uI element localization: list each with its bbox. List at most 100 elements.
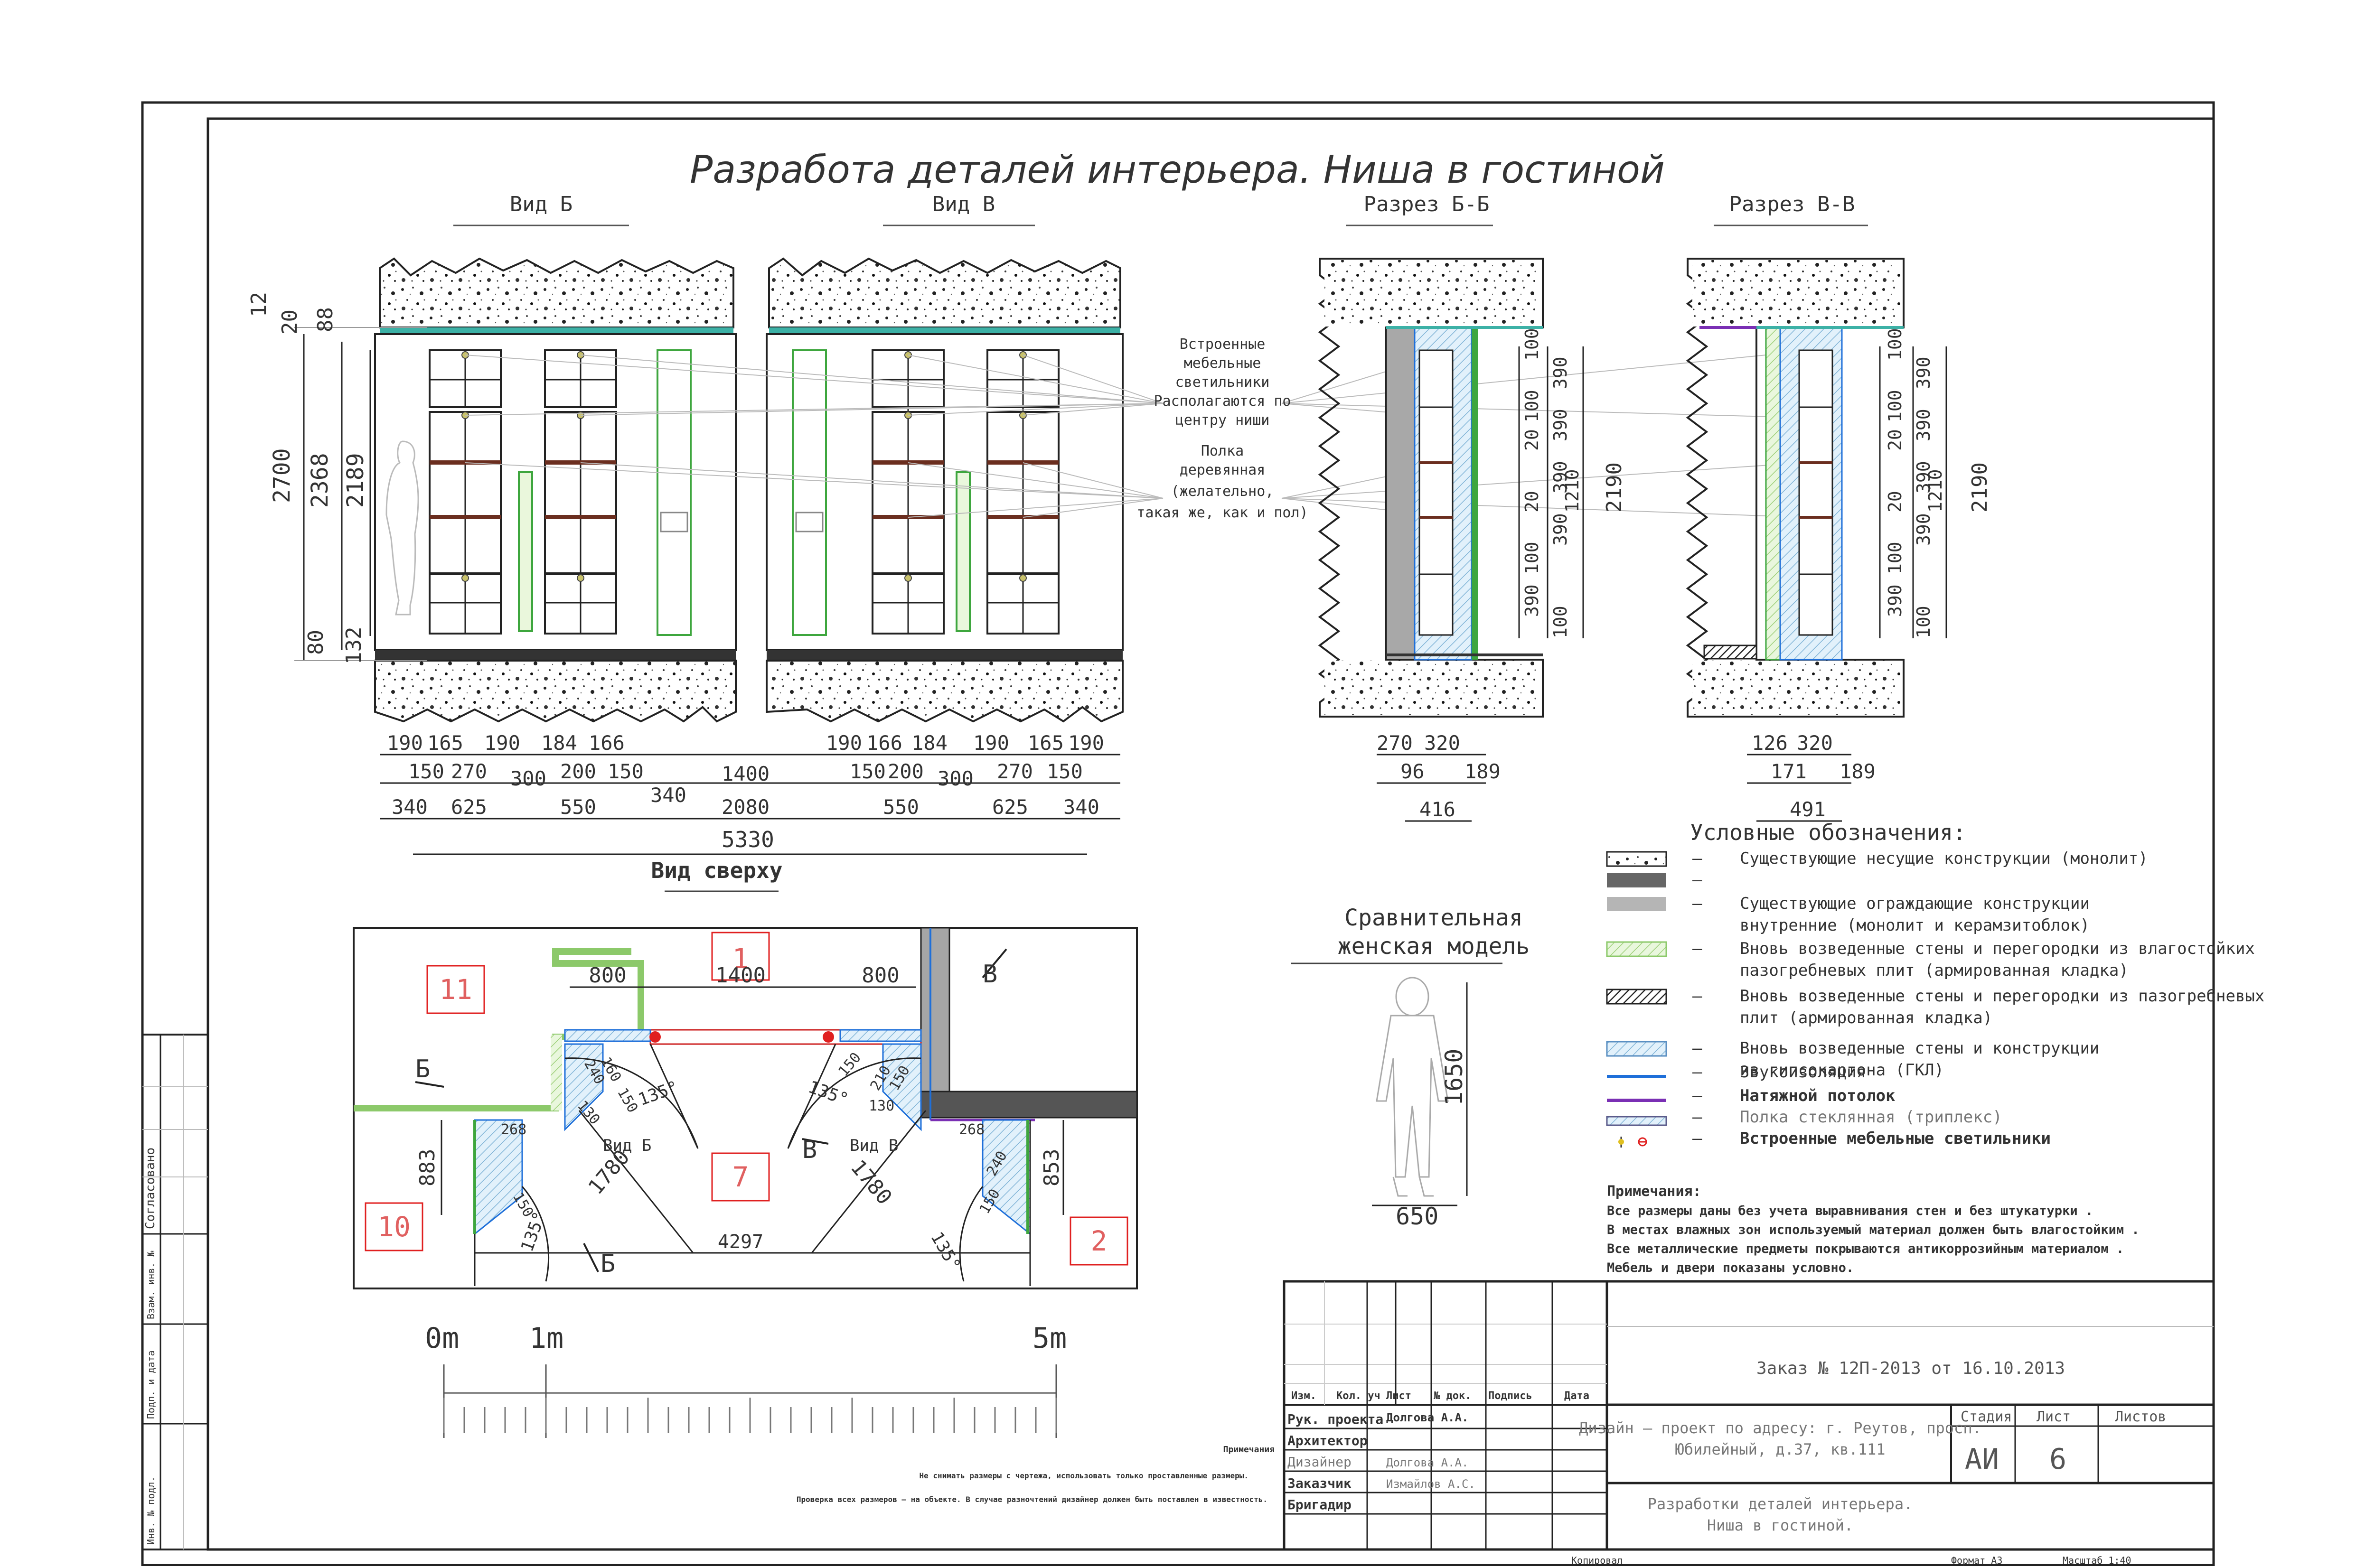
svg-text:268: 268 bbox=[501, 1121, 526, 1138]
notes-line-4: Мебель и двери показаны условно. bbox=[1607, 1260, 1854, 1275]
label-top-view: Вид сверху bbox=[651, 858, 783, 883]
dim-v-88: 88 bbox=[313, 307, 338, 332]
view-v-elevation bbox=[766, 257, 1124, 723]
legend-swatch-lights bbox=[1618, 1137, 1647, 1148]
svg-text:390: 390 bbox=[1521, 584, 1542, 617]
svg-text:100: 100 bbox=[1913, 606, 1934, 638]
section-vv bbox=[1686, 258, 1947, 718]
dim-v-20: 20 bbox=[278, 309, 302, 335]
sheet-name-line-2: Ниша в гостиной. bbox=[1707, 1516, 1853, 1534]
svg-text:883: 883 bbox=[415, 1149, 440, 1186]
plan-view bbox=[353, 927, 1138, 1289]
project-line-1: Дизайн – проект по адресу: г. Реутов, пр… bbox=[1579, 1419, 1981, 1437]
legend-item-text: Встроенные мебельные светильники bbox=[1740, 1129, 2051, 1148]
svg-text:390: 390 bbox=[1550, 409, 1571, 441]
svg-text:200: 200 bbox=[560, 760, 596, 783]
svg-text:10: 10 bbox=[377, 1211, 411, 1243]
plan-view-label-v: Вид В bbox=[850, 1136, 898, 1155]
view-b-elevation bbox=[294, 257, 737, 723]
svg-text:189: 189 bbox=[1840, 760, 1876, 783]
plan-marker-b1: Б bbox=[415, 1055, 430, 1083]
svg-text:2190: 2190 bbox=[1602, 462, 1626, 513]
legend-swatch-purpleline bbox=[1607, 1099, 1666, 1102]
legend-item-text: Натяжной потолок bbox=[1740, 1086, 1896, 1105]
callout-lights-text: Встроенные мебельные светильники Распола… bbox=[1154, 336, 1291, 429]
legend-swatch-hatchline bbox=[1606, 1116, 1667, 1126]
legend-dash: – bbox=[1692, 939, 1702, 958]
svg-text:390: 390 bbox=[1550, 356, 1571, 389]
legend-texts: – Существующие несущие конструкции (монол… bbox=[1692, 849, 2264, 1148]
svg-text:Полка: Полка bbox=[1201, 443, 1244, 459]
title-block-names: Долгова А.А. Долгова А.А. Измайлов А.С. bbox=[1386, 1411, 1475, 1491]
svg-text:Кол. уч: Кол. уч bbox=[1336, 1390, 1380, 1402]
svg-text:625: 625 bbox=[451, 795, 487, 819]
svg-text:2190: 2190 bbox=[1968, 462, 1992, 513]
svg-text:Долгова А.А.: Долгова А.А. bbox=[1386, 1456, 1468, 1469]
svg-text:100: 100 bbox=[1521, 390, 1542, 422]
scale-label-0: 0m bbox=[425, 1322, 459, 1355]
legend-dash: – bbox=[1692, 1039, 1702, 1058]
svg-text:Лист: Лист bbox=[1386, 1390, 1411, 1402]
sheet-name-line-1: Разработки деталей интерьера. bbox=[1648, 1495, 1913, 1513]
svg-text:светильники: светильники bbox=[1175, 374, 1270, 391]
title-block-roles: Рук. проекта Архитектор Дизайнер Заказчи… bbox=[1287, 1411, 1383, 1512]
title-block-headers: Изм. Кол. уч Лист № док. Подпись Дата bbox=[1291, 1390, 1589, 1402]
legend-swatch-blackhatch bbox=[1606, 989, 1667, 1005]
legend-swatch-greenhatch bbox=[1606, 941, 1667, 957]
svg-text:491: 491 bbox=[1790, 798, 1826, 821]
legend-dash: – bbox=[1692, 987, 1702, 1006]
stamp-agreed: Согласовано bbox=[143, 1148, 158, 1229]
legend-dash: – bbox=[1692, 894, 1702, 913]
dim-v-2189: 2189 bbox=[342, 453, 369, 508]
svg-text:Встроенные: Встроенные bbox=[1180, 336, 1266, 353]
svg-text:Заказчик: Заказчик bbox=[1287, 1475, 1352, 1491]
svg-text:800: 800 bbox=[862, 963, 899, 988]
svg-text:20: 20 bbox=[1885, 491, 1905, 513]
svg-text:1400: 1400 bbox=[722, 762, 770, 785]
legend-item-text: Вновь возведенные стены и конструкции bbox=[1740, 1039, 2099, 1058]
dim-v-12: 12 bbox=[247, 292, 271, 317]
svg-text:1400: 1400 bbox=[715, 963, 766, 988]
label-section-vv: Разрез В-В bbox=[1729, 192, 1855, 216]
svg-text:184: 184 bbox=[541, 731, 577, 755]
sheet-label: Лист bbox=[2037, 1409, 2071, 1425]
svg-text:165: 165 bbox=[1028, 731, 1064, 755]
section-vv-dims: 100 390 100 20 390 390 20 390 100 390 10… bbox=[1885, 328, 1992, 638]
svg-text:150: 150 bbox=[408, 760, 444, 783]
svg-text:270: 270 bbox=[1377, 731, 1413, 755]
svg-text:390: 390 bbox=[1885, 584, 1905, 617]
svg-text:268: 268 bbox=[959, 1121, 985, 1138]
stamp-inv: Инв. № подл. bbox=[145, 1476, 157, 1545]
svg-text:300: 300 bbox=[938, 767, 974, 790]
scale-label-5: 5m bbox=[1033, 1322, 1067, 1355]
svg-text:390: 390 bbox=[1913, 513, 1934, 546]
svg-text:100: 100 bbox=[1521, 541, 1542, 574]
legend-item-text: Существующие несущие конструкции (моноли… bbox=[1740, 849, 2148, 868]
project-line-2: Юбилейный, д.37, кв.111 bbox=[1675, 1440, 1885, 1458]
dim-v-2700: 2700 bbox=[269, 448, 295, 503]
callout-shelf-text: Полка деревянная (желательно, такая же, … bbox=[1136, 443, 1308, 521]
legend-item-text: из гипсокартона (ГКЛ) bbox=[1740, 1061, 1944, 1080]
legend-swatch-grey bbox=[1607, 897, 1666, 911]
stamp-replace: Взам. инв. № bbox=[145, 1251, 157, 1319]
svg-text:300: 300 bbox=[510, 767, 546, 790]
female-figure bbox=[1376, 977, 1449, 1197]
svg-text:100: 100 bbox=[1521, 328, 1542, 361]
svg-text:190: 190 bbox=[1068, 731, 1104, 755]
svg-text:340: 340 bbox=[392, 795, 428, 819]
legend-item-text: внутренние (монолит и керамзитоблок) bbox=[1740, 916, 2090, 935]
svg-text:№ док.: № док. bbox=[1434, 1390, 1471, 1402]
legend-item-text: Вновь возведенные стены и перегородки из… bbox=[1740, 987, 2264, 1006]
dim-v-132: 132 bbox=[342, 627, 366, 664]
stamp-sign-date: Подп. и дата bbox=[145, 1351, 157, 1419]
svg-text:390: 390 bbox=[1550, 461, 1571, 494]
svg-text:130: 130 bbox=[869, 1098, 894, 1114]
svg-text:100: 100 bbox=[1885, 541, 1905, 574]
legend-dash: – bbox=[1692, 870, 1702, 889]
svg-text:171: 171 bbox=[1771, 760, 1807, 783]
svg-text:390: 390 bbox=[1913, 409, 1934, 441]
legend-dash: – bbox=[1692, 1063, 1702, 1082]
title-block bbox=[1283, 1280, 2215, 1551]
svg-text:320: 320 bbox=[1797, 731, 1833, 755]
legend-swatch-dark bbox=[1607, 873, 1666, 887]
